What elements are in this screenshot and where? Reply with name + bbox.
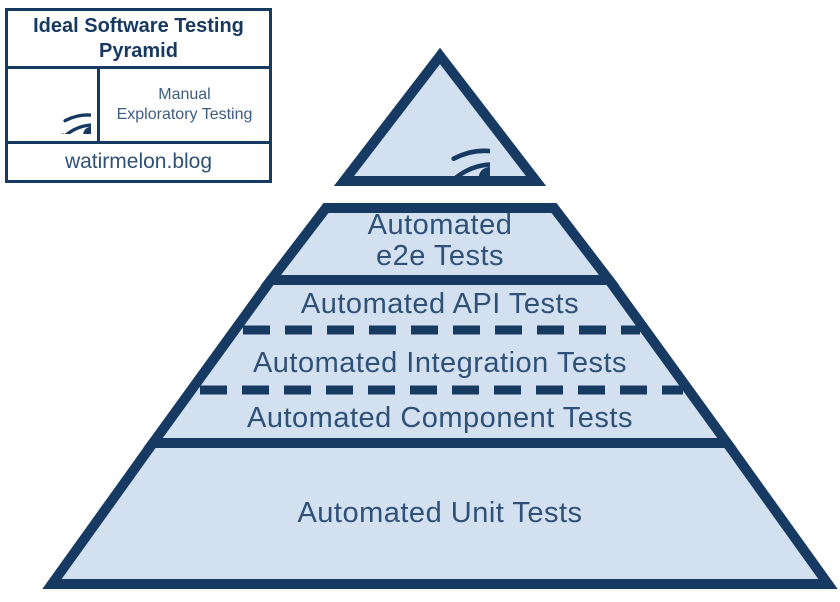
layer-api-label: Automated API Tests	[301, 288, 579, 320]
layer-integration-label: Automated Integration Tests	[253, 347, 627, 379]
layer-unit-shape	[42, 438, 838, 589]
pyramid-apex-triangle	[333, 47, 547, 186]
diagram-title-line2: Pyramid	[99, 39, 178, 62]
layer-e2e-label-line2: e2e Tests	[376, 240, 504, 272]
diagram-title-line1: Ideal Software Testing	[33, 14, 244, 37]
layer-unit-label: Automated Unit Tests	[297, 497, 582, 529]
legend-key-label-line1: Manual	[158, 86, 211, 103]
legend-key-label-line2: Exploratory Testing	[116, 106, 253, 123]
site-credit: watirmelon.blog	[64, 150, 213, 173]
legend-key-row: Manual Exploratory Testing	[8, 69, 269, 144]
eye-icon	[15, 76, 91, 134]
legend-eye-cell	[8, 69, 100, 141]
layer-e2e-label-line1: Automated	[368, 209, 513, 241]
layer-component-label: Automated Component Tests	[247, 402, 633, 434]
diagram-title: Ideal Software Testing Pyramid	[8, 11, 269, 69]
legend-box: Ideal Software Testing Pyramid Manual Ex…	[5, 8, 272, 183]
legend-key-label: Manual Exploratory Testing	[100, 69, 269, 141]
